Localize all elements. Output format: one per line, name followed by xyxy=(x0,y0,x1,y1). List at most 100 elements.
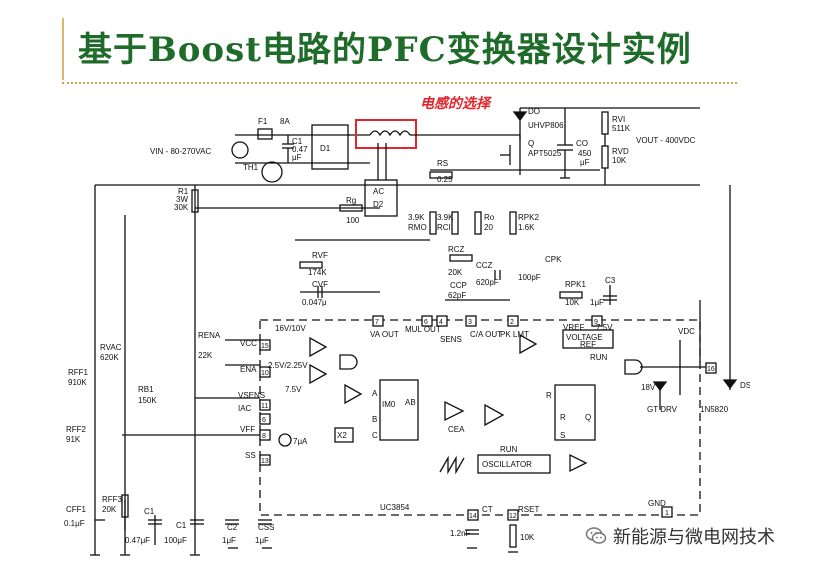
label-vin: VIN - 80-270VAC xyxy=(150,147,211,156)
label-c: C xyxy=(372,431,378,440)
current-source-7ua xyxy=(278,433,292,447)
label-rff1: RFF1 xyxy=(68,368,89,377)
cea-amplifier xyxy=(444,400,465,422)
watermark-text: 新能源与微电网技术 xyxy=(613,527,775,548)
label-vff: VFF xyxy=(240,425,255,434)
enable-comparator xyxy=(309,363,328,385)
label-r1: R1 xyxy=(178,187,189,196)
pin-number-1: 1 xyxy=(665,510,669,517)
title-divider xyxy=(62,82,737,84)
pin-9 xyxy=(591,315,603,327)
label-rvi: RVI xyxy=(612,115,625,124)
label-rvd: RVD xyxy=(612,147,629,156)
pin-number-16: 16 xyxy=(707,366,715,373)
resistor-rvf xyxy=(299,261,323,269)
label-c1b: C1 xyxy=(176,521,187,530)
label-c1-unit: μF xyxy=(292,153,302,162)
label-ena: ENA xyxy=(240,365,257,374)
resistor-rcz xyxy=(449,254,473,262)
pin-7 xyxy=(372,315,384,327)
resistor-rmo xyxy=(429,211,437,235)
comparator xyxy=(484,403,505,427)
label-rvac-value: 620K xyxy=(100,353,119,362)
label-css: CSS xyxy=(258,523,274,532)
label-b: B xyxy=(372,415,377,424)
title-accent-bar xyxy=(62,18,64,80)
label-vref: VREF xyxy=(563,323,584,332)
label-uc3854: UC3854 xyxy=(380,503,410,512)
label-vdc: VDC xyxy=(678,327,695,336)
label-rs-value: 0.25 xyxy=(437,175,453,184)
label-co: CO xyxy=(576,139,588,148)
resistor-ro xyxy=(474,211,482,235)
x2-block xyxy=(334,427,354,443)
label-rvi-value: 511K xyxy=(612,124,631,133)
label-do: DO xyxy=(528,107,540,116)
label-r1-power: 3W xyxy=(176,195,188,204)
label-ref: REF xyxy=(580,340,596,349)
label-vref-7v5: 7.5V xyxy=(596,323,613,332)
label-cff1: CFF1 xyxy=(66,505,87,514)
pin-16 xyxy=(705,362,717,374)
label-cea: CEA xyxy=(448,425,465,434)
oscillator-block xyxy=(477,454,551,474)
label-rcz: RCZ xyxy=(448,245,465,254)
label-sr-s: S xyxy=(560,431,565,440)
label-do-value: UHVP806 xyxy=(528,121,564,130)
thermistor-th1 xyxy=(261,161,283,183)
label-ds-value: 1N5820 xyxy=(700,405,729,414)
label-f1: F1 xyxy=(258,117,268,126)
label-rena-value: 22K xyxy=(198,351,213,360)
label-d1: D1 xyxy=(320,144,331,153)
pin-15 xyxy=(259,339,271,351)
pin-12 xyxy=(507,509,519,521)
watermark: 新能源与微电网技术 xyxy=(585,521,775,551)
logic-and xyxy=(339,354,358,370)
label-c1-value: 0.47 xyxy=(292,145,308,154)
label-gtdrv: GT DRV xyxy=(647,405,678,414)
label-rff3-value: 20K xyxy=(102,505,117,514)
ac-source-plug xyxy=(231,141,249,159)
label-vcc: VCC xyxy=(240,339,257,348)
label-sens: SENS xyxy=(440,335,462,344)
label-c1b-value: 100μF xyxy=(164,536,187,545)
label-run-osc: RUN xyxy=(500,445,518,454)
label-rci: RCI xyxy=(437,223,451,232)
pin-number-8: 8 xyxy=(262,433,266,440)
label-ccz: CCZ xyxy=(476,261,493,270)
pin-number-10: 10 xyxy=(261,370,269,377)
resistor-rs xyxy=(429,171,453,179)
label-ena-threshold: 2.5V/2.25V xyxy=(268,361,308,370)
label-uvlo: 16V/10V xyxy=(275,324,306,333)
label-css-value: 1μF xyxy=(255,536,269,545)
label-q-value: APT5025 xyxy=(528,149,562,158)
pin-number-11: 11 xyxy=(261,403,268,410)
label-ds: DS xyxy=(740,381,750,390)
label-rpk1: RPK1 xyxy=(565,280,586,289)
label-sr-r2: R xyxy=(560,413,566,422)
pfc-schematic: F1 8A C1 0.47 μF VIN - 80-270VAC TH1 D1 … xyxy=(64,107,750,556)
resistor-r1 xyxy=(191,189,199,213)
label-caout: C/A OUT xyxy=(470,330,502,339)
label-ct: CT xyxy=(482,505,493,514)
wechat-icon xyxy=(585,527,607,544)
label-rff2-value: 91K xyxy=(66,435,81,444)
resistor-rci xyxy=(451,211,459,235)
label-gnd: GND xyxy=(648,499,666,508)
label-vsense: VSENS xyxy=(238,391,265,400)
label-rff2: RFF2 xyxy=(66,425,87,434)
pin-number-6: 6 xyxy=(424,319,428,326)
pin-number-6b: 6 xyxy=(262,417,266,424)
pin-4 xyxy=(436,315,448,327)
inductor-callout: 电感的选择 xyxy=(420,96,490,112)
resistor-rpk2 xyxy=(509,211,517,235)
label-cpk: CPK xyxy=(545,255,562,264)
pin-number-2: 2 xyxy=(510,319,514,326)
pin-number-15: 15 xyxy=(261,343,269,350)
label-ac: AC xyxy=(373,187,384,196)
slide-title: 基于Boost电路的PFC变换器设计实例 xyxy=(78,30,692,70)
label-th1: TH1 xyxy=(243,163,259,172)
label-cpk-value: 100pF xyxy=(518,273,541,282)
resistor-rff3 xyxy=(121,494,129,518)
label-q: Q xyxy=(528,139,534,148)
